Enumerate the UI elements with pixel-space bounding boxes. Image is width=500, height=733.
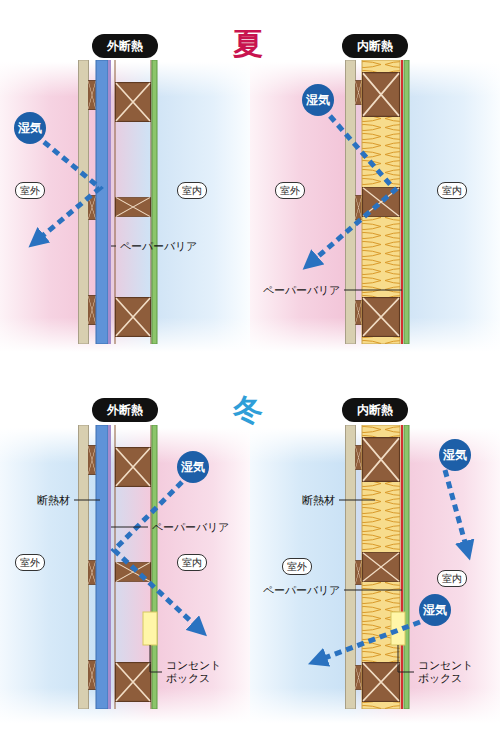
node-text: 室内 [182, 557, 202, 568]
node-text: 室外 [287, 561, 307, 572]
moisture-badge: 湿気 [302, 84, 334, 116]
moisture-badge: 湿気 [439, 439, 471, 471]
room-tag: 室内 [437, 570, 467, 587]
node-text: 内断熱 [357, 39, 393, 53]
node-text: 湿気 [443, 447, 467, 464]
node-text: 外断熱 [107, 39, 143, 53]
section-title: 内断熱 [342, 34, 408, 58]
node-text: 湿気 [423, 602, 447, 619]
barrier-label: ペーパーバリア [263, 584, 340, 597]
node-text: 室内 [182, 185, 202, 196]
node-text: 室内 [442, 185, 462, 196]
room-tag: 室外 [15, 554, 45, 571]
season-title: 冬 [233, 393, 263, 427]
moisture-badge: 湿気 [177, 451, 209, 483]
moisture-badge: 湿気 [14, 112, 46, 144]
insulation-label: 断熱材 [37, 494, 70, 507]
node-text: 室内 [442, 573, 462, 584]
node-text: 内断熱 [357, 403, 393, 417]
season-title: 夏 [233, 27, 263, 61]
insulation-label: 断熱材 [302, 494, 335, 507]
node-text: 湿気 [181, 459, 205, 476]
barrier-label: ペーパーバリア [263, 284, 340, 297]
outlet-label: コンセント ボックス [418, 659, 478, 685]
node-text: 外断熱 [107, 403, 143, 417]
section-title: 外断熱 [92, 398, 158, 422]
node-text: 室外 [280, 185, 300, 196]
node-text: 室外 [20, 185, 40, 196]
room-tag: 室外 [282, 558, 312, 575]
node-text: 湿気 [306, 92, 330, 109]
room-tag: 室外 [275, 182, 305, 199]
barrier-label: ペーパーバリア [152, 521, 229, 534]
node-text: 湿気 [18, 120, 42, 137]
section-title: 外断熱 [92, 34, 158, 58]
room-tag: 室内 [177, 554, 207, 571]
room-tag: 室内 [177, 182, 207, 199]
moisture-badge: 湿気 [419, 594, 451, 626]
node-text: 室外 [20, 557, 40, 568]
room-tag: 室内 [437, 182, 467, 199]
room-tag: 室外 [15, 182, 45, 199]
section-title: 内断熱 [342, 398, 408, 422]
outlet-label: コンセント ボックス [166, 659, 226, 685]
barrier-label: ペーパーバリア [120, 240, 197, 253]
